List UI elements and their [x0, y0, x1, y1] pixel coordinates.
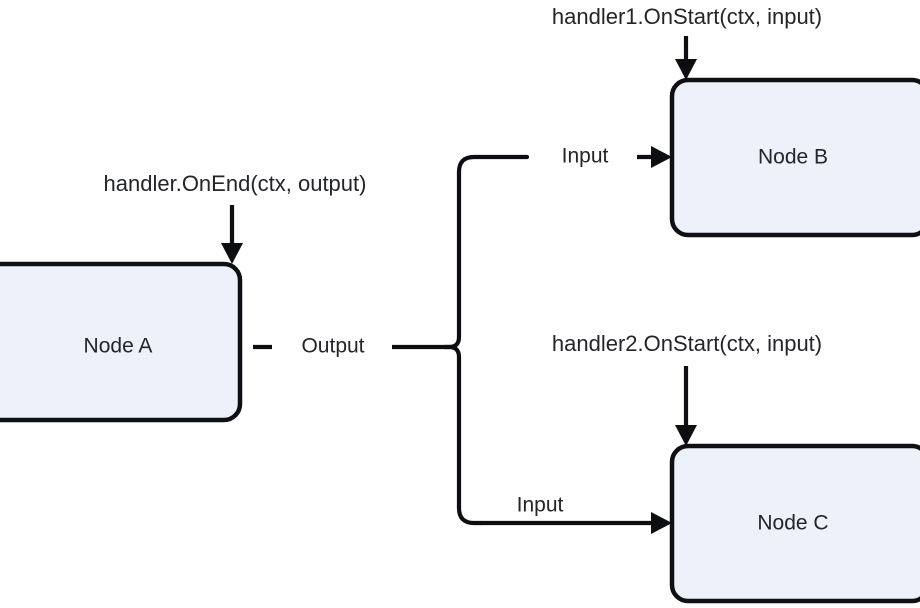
on-start-1-handler-label: handler1.OnStart(ctx, input) — [552, 4, 822, 29]
input-b-group: Input — [562, 145, 672, 168]
node-b-label: Node B — [758, 146, 828, 169]
node-a-group[interactable]: Node A — [0, 261, 243, 423]
on-start-1-arrow-head — [675, 59, 697, 80]
on-start-2-arrow-head — [675, 425, 697, 446]
node-c-label: Node C — [757, 512, 828, 535]
on-end-arrow-head — [221, 243, 243, 264]
node-b-box[interactable] — [669, 77, 920, 238]
input-c-label: Input — [517, 494, 564, 517]
node-b-group[interactable]: Node B — [669, 77, 920, 238]
node-a-label: Node A — [84, 335, 153, 358]
node-a-box[interactable] — [0, 261, 243, 423]
node-c-group[interactable]: Node C — [669, 443, 920, 604]
branch-lower-path — [442, 344, 483, 526]
input-c-group: Input — [480, 494, 672, 534]
output-port-label: Output — [301, 335, 364, 358]
input-b-label: Input — [562, 145, 609, 168]
on-start-2-handler-annotation: handler2.OnStart(ctx, input) — [552, 331, 822, 446]
on-start-2-handler-label: handler2.OnStart(ctx, input) — [552, 331, 822, 356]
branch-connector — [442, 154, 530, 526]
node-c-box[interactable] — [669, 443, 920, 604]
on-end-handler-label: handler.OnEnd(ctx, output) — [104, 171, 367, 196]
branch-upper-path — [442, 154, 530, 350]
input-c-arrow-head — [651, 512, 672, 534]
output-port-group: Output — [253, 335, 445, 358]
input-b-arrow-head — [651, 146, 672, 168]
on-start-1-handler-annotation: handler1.OnStart(ctx, input) — [552, 4, 822, 80]
on-end-handler-annotation: handler.OnEnd(ctx, output) — [104, 171, 367, 264]
